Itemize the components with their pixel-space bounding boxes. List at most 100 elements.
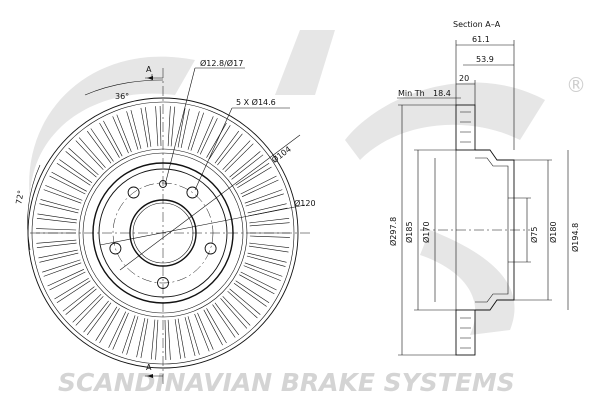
vent-slot-edge — [203, 309, 223, 346]
vent-slot-edge — [116, 114, 132, 153]
vent-slot — [36, 218, 77, 224]
hub-dimension-line — [99, 204, 306, 246]
angle-36-arc — [84, 79, 164, 96]
bolt-hole — [204, 242, 217, 255]
vent-slot-edge — [122, 315, 136, 354]
bolt-holes-label: 5 X Ø14.6 — [236, 97, 276, 107]
vent-slot-edge — [95, 306, 118, 341]
section-rotor-top — [455, 104, 476, 151]
sbs-watermark-logo: ® SCANDINAVIAN BRAKE SYSTEMS — [29, 30, 586, 397]
dia-180-label: Ø180 — [548, 221, 558, 243]
vent-slot — [126, 111, 139, 150]
vent-slot-edge — [220, 298, 248, 329]
vent-slot-edge — [249, 222, 290, 227]
vent-slot-edge — [38, 249, 78, 259]
bolt-hole — [109, 242, 122, 255]
section-marker-bottom: A — [145, 363, 163, 378]
vent-slot-edge — [72, 293, 102, 323]
bolt-hole — [127, 186, 140, 199]
angle-36-label: 36° — [115, 92, 129, 101]
vent-slot-edge — [90, 128, 114, 162]
vent-slot — [197, 116, 214, 154]
section-rotor-bottom — [455, 309, 476, 356]
stud-hole-label: Ø12.8/Ø17 — [200, 58, 243, 68]
vent-slot-edge — [237, 166, 272, 189]
vent-slot — [140, 107, 149, 148]
vent-slot-edge — [245, 193, 284, 207]
vent-slot — [43, 189, 82, 204]
vent-slot-edge — [174, 319, 181, 359]
vent-slot-edge — [45, 185, 83, 201]
vent-slot-edge — [233, 283, 267, 307]
vent-slot — [214, 130, 240, 164]
bolt-hole — [157, 277, 169, 289]
vent-slot-edge — [150, 319, 156, 360]
vent-slot — [140, 318, 149, 359]
vent-slot-edge — [36, 228, 77, 231]
section-vent-bottom — [460, 317, 471, 349]
vent-slot — [197, 312, 214, 350]
angle-72-arc — [27, 164, 41, 251]
vent-slot — [43, 262, 82, 277]
vent-slot — [247, 203, 287, 214]
section-view: Section A–A 61.1 53.9 20 Min Th 18.4 Ø29… — [388, 20, 580, 356]
vent-slot — [249, 218, 290, 224]
dia-75-label: Ø75 — [529, 227, 539, 243]
vent-slot — [187, 111, 200, 150]
vent-slot-edge — [170, 106, 176, 147]
center-bore-circle — [129, 199, 197, 267]
section-vent-top — [460, 111, 471, 143]
vent-slot — [167, 106, 171, 147]
vent-slot — [112, 312, 129, 350]
dia-185-label: Ø185 — [404, 221, 414, 243]
vent-slot — [99, 122, 120, 158]
vent-slot-edge — [184, 317, 196, 356]
dia-170-label: Ø170 — [421, 221, 431, 243]
bolt-holes — [109, 186, 217, 289]
vent-slot — [75, 296, 104, 326]
section-marker-top-label: A — [146, 65, 152, 74]
vent-slot — [235, 162, 270, 186]
vent-slot-edge — [36, 239, 77, 244]
vent-slot-edge — [103, 120, 123, 157]
hub-label: Ø120 — [294, 198, 316, 208]
dim-53-label: 53.9 — [476, 55, 494, 64]
vent-slot-edge — [241, 179, 279, 197]
vent-slot — [56, 162, 91, 186]
vent-slot — [177, 107, 186, 148]
vent-slot-edge — [249, 235, 290, 238]
vent-slot-edge — [68, 147, 99, 176]
vent-slot-edge — [78, 137, 106, 168]
vent-slot-edge — [212, 304, 236, 338]
vent-slot-edge — [40, 199, 80, 211]
vent-slot — [56, 280, 91, 304]
locating-hole — [159, 180, 167, 188]
section-marker-top: A — [145, 65, 163, 80]
registered-mark: ® — [566, 73, 586, 97]
vent-slot-edge — [51, 171, 87, 192]
vent-slot-edge — [37, 213, 78, 221]
vent-slot-edge — [47, 269, 85, 287]
vent-slot — [75, 140, 104, 170]
pcd-dimension-line — [119, 134, 301, 271]
dim-61-label: 61.1 — [472, 35, 490, 44]
vent-slot-edge — [239, 274, 275, 295]
vent-slot — [99, 308, 120, 344]
vent-slot-edge — [224, 143, 254, 173]
vent-slot-edge — [62, 286, 95, 312]
vent-slot — [244, 262, 283, 277]
vent-slot — [49, 271, 86, 291]
vent-slot-edge — [130, 110, 142, 149]
section-hat-inner — [475, 157, 509, 303]
vent-slot — [155, 319, 159, 360]
vent-slot-edge — [199, 118, 218, 155]
vent-slot — [235, 280, 270, 304]
hat-step-circle — [98, 168, 228, 298]
vent-slot — [187, 316, 200, 355]
vent-slot-edge — [136, 318, 146, 358]
vent-slot-edge — [246, 255, 286, 267]
vent-slot — [240, 271, 277, 291]
vent-slot-edge — [83, 300, 109, 333]
vent-slot — [249, 242, 290, 248]
friction-inner-circle — [78, 148, 248, 318]
